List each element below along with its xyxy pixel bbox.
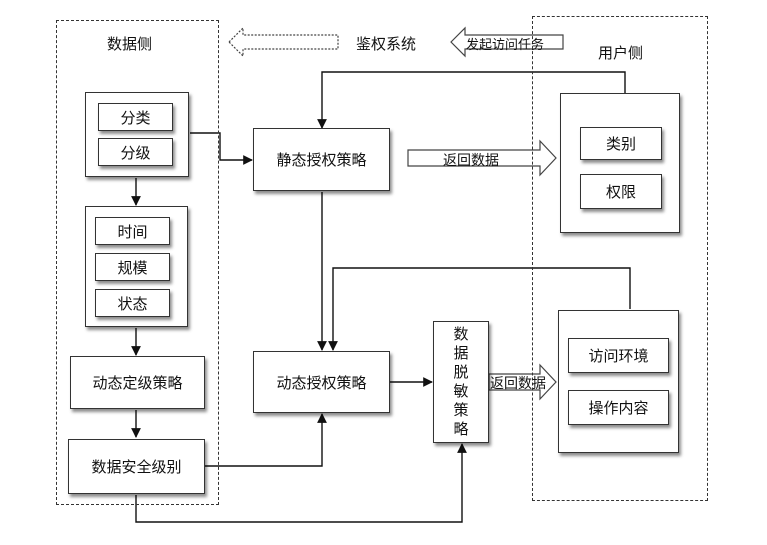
return-data-label-bottom: 返回数据 — [490, 376, 546, 392]
data-security-level-box: 数据安全级别 — [68, 439, 205, 494]
time-box: 时间 — [95, 217, 170, 245]
return-data-arrow-bottom — [488, 363, 557, 401]
grade-box: 分级 — [98, 138, 173, 166]
desensitization-char: 据 — [453, 344, 469, 362]
initiate-task-label: 发起访问任务 — [466, 38, 545, 53]
attributes-group: 时间 规模 状态 — [85, 206, 188, 327]
static-auth-policy-box: 静态授权策略 — [253, 128, 390, 191]
classification-to-static-connector — [190, 132, 253, 165]
initiate-task-arrow — [450, 26, 564, 58]
classification-group: 分类 分级 — [85, 92, 189, 177]
desensitization-policy-box: 数 据 脱 敏 策 略 — [433, 321, 489, 443]
context-to-dynamic-connector — [328, 267, 631, 351]
desensitization-char: 略 — [453, 420, 469, 438]
level-to-desensitization-connector — [135, 443, 467, 523]
operation-content-box: 操作内容 — [568, 390, 669, 425]
desensitization-char: 脱 — [453, 363, 469, 381]
desensitization-char: 数 — [453, 325, 469, 343]
return-data-label-top: 返回数据 — [443, 153, 499, 169]
user-category-box: 类别 — [580, 127, 662, 160]
user-to-static-connector — [317, 71, 626, 129]
user-side-title: 用户侧 — [598, 44, 644, 62]
user-permission-box: 权限 — [580, 174, 662, 209]
user-context-group: 访问环境 操作内容 — [558, 310, 679, 453]
auth-system-arrow — [228, 26, 339, 58]
auth-system-label: 鉴权系统 — [356, 35, 417, 53]
user-identity-group: 类别 权限 — [560, 93, 680, 233]
level-to-dynamic-connector — [205, 413, 327, 467]
data-side-title: 数据侧 — [107, 35, 153, 53]
return-data-arrow-top — [407, 139, 557, 177]
scale-box: 规模 — [95, 253, 170, 281]
user-side-region — [532, 16, 708, 501]
desensitization-char: 策 — [453, 401, 469, 419]
desensitization-char: 敏 — [453, 382, 469, 400]
dynamic-grading-policy-box: 动态定级策略 — [70, 356, 205, 409]
category-box: 分类 — [98, 103, 173, 131]
data-side-region — [56, 20, 219, 505]
state-box: 状态 — [95, 289, 170, 317]
dynamic-auth-policy-box: 动态授权策略 — [253, 351, 390, 413]
access-env-box: 访问环境 — [568, 338, 669, 373]
